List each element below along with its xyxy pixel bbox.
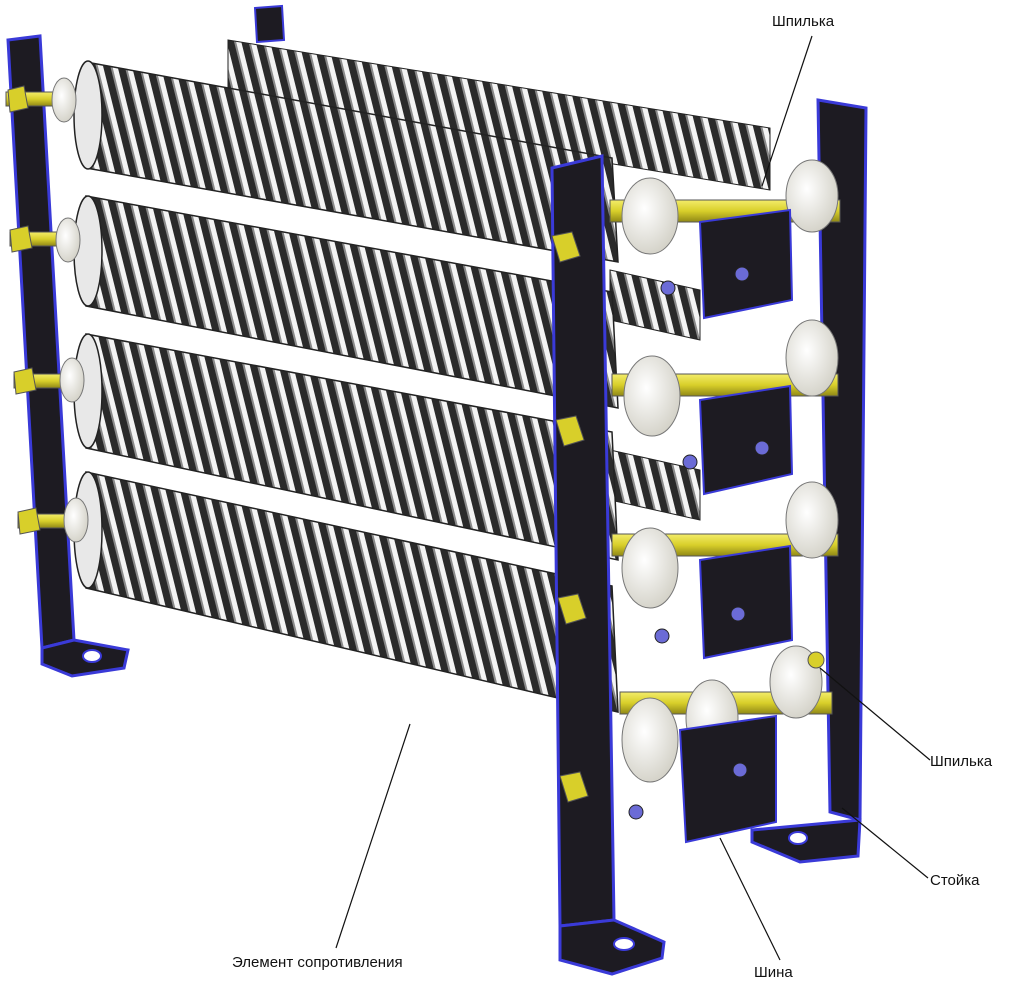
resistance-element-3 [73, 333, 619, 561]
label-post: Стойка [930, 872, 980, 889]
left-studs [5, 77, 89, 543]
post-front-right [550, 154, 666, 976]
leader-post [841, 807, 929, 879]
label-resistance-element: Элемент сопротивления [232, 954, 403, 971]
resistance-elements [73, 60, 619, 713]
label-pin-right: Шпилька [930, 753, 993, 770]
leader-pin-top [761, 35, 813, 187]
terminal-row-3 [611, 481, 839, 660]
leader-element [335, 723, 411, 949]
label-pin-top: Шпилька [772, 13, 835, 30]
label-busbar: Шина [754, 964, 793, 981]
resistance-element-1 [73, 60, 619, 263]
post-back-right [750, 98, 868, 864]
terminal-row-4 [619, 645, 833, 844]
terminal-row-2 [611, 319, 839, 496]
rear-coils [227, 39, 771, 521]
resistance-element-2 [73, 195, 619, 409]
post-left [6, 34, 130, 678]
leader-lines [335, 35, 931, 961]
leader-pin-right [819, 667, 931, 761]
leader-busbar [719, 837, 781, 961]
terminal-row-1 [609, 159, 841, 320]
post-back-left [253, 4, 286, 44]
right-terminals [609, 159, 841, 844]
